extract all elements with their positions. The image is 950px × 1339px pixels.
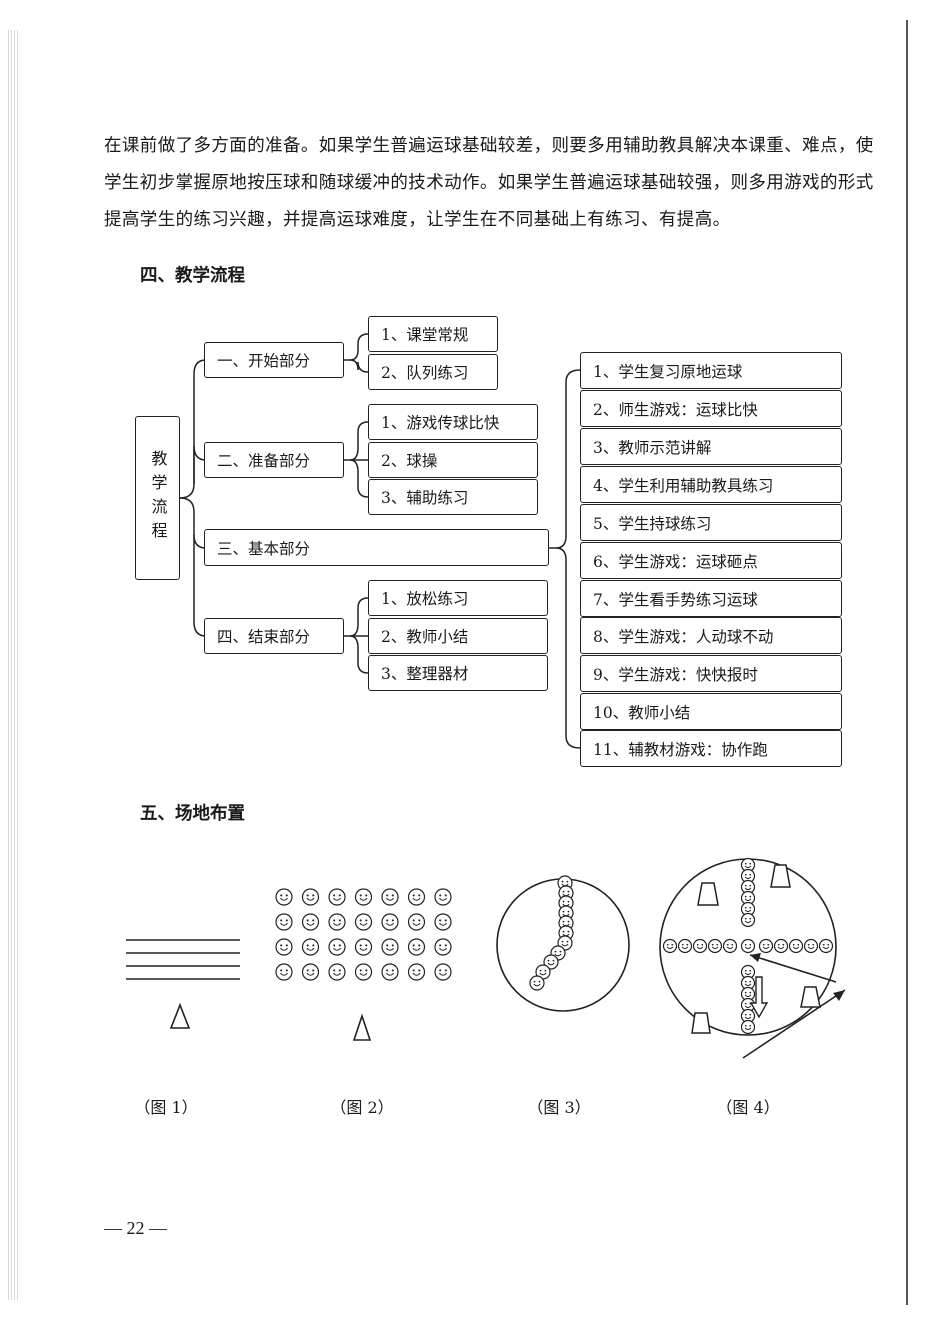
prepare-item-3: 3、辅助练习 [368,479,538,515]
student-face-icon [407,888,426,906]
student-face-icon [301,963,320,981]
student-face-icon [275,938,293,956]
student-face-icon [381,888,399,906]
student-face-icon [434,888,452,906]
part-basic-box: 三、基本部分 [204,529,549,566]
student-face-icon [707,938,723,954]
student-face-icon [740,879,756,895]
student-face-icon [381,938,399,956]
student-face-icon [692,938,708,954]
part-end-box: 四、结束部分 [204,618,344,654]
student-face-icon [803,938,819,954]
venue-figure-4 [659,857,846,1059]
student-face-icon [818,938,834,954]
student-face-icon [740,938,756,954]
figure-2-caption: （图 2） [330,1098,394,1117]
student-face-icon [407,913,426,931]
student-face-icon [301,938,320,956]
student-face-icon [328,913,346,931]
figure-1-caption: （图 1） [134,1098,198,1117]
end-item-3: 3、整理器材 [368,655,548,691]
venue-figure-2 [275,888,452,1041]
student-face-icon [381,913,399,931]
basic-item-1: 1、学生复习原地运球 [580,352,842,389]
student-face-icon [434,913,452,931]
part-start-box: 一、开始部分 [204,342,344,378]
flow-root-box: 教学流程 [135,416,180,580]
student-face-icon [722,938,738,954]
page-number: — 22 — [104,1218,167,1238]
part-prepare-box: 二、准备部分 [204,442,344,478]
basic-item-3: 3、教师示范讲解 [580,428,842,465]
student-face-icon [434,963,452,981]
student-face-icon [275,888,293,906]
student-face-icon [354,938,373,956]
student-face-icon [662,938,678,954]
student-face-icon [740,1019,756,1035]
basic-item-4: 4、学生利用辅助教具练习 [580,466,842,503]
student-face-icon [740,890,756,906]
student-face-icon [773,938,789,954]
basic-item-10: 10、教师小结 [580,693,842,730]
figure-4-caption: （图 4） [716,1098,780,1117]
scan-edge-left [8,30,18,1300]
prepare-item-1: 1、游戏传球比快 [368,404,538,440]
body-paragraph: 在课前做了多方面的准备。如果学生普遍运球基础较差，则要多用辅助教具解决本课重、难… [104,136,874,230]
student-face-icon [301,888,320,906]
section-heading-venue: 五、场地布置 [140,804,245,824]
student-face-icon [275,963,293,981]
student-face-icon [328,938,346,956]
student-face-icon [740,857,756,873]
scan-edge-right [906,20,922,1305]
student-face-icon [740,868,756,884]
basic-item-7: 7、学生看手势练习运球 [580,580,842,617]
student-face-icon [328,888,346,906]
basic-item-8: 8、学生游戏：人动球不动 [580,617,842,654]
student-face-icon [758,938,774,954]
student-face-icon [434,938,452,956]
basic-item-2: 2、师生游戏：运球比快 [580,390,842,427]
end-item-1: 1、放松练习 [368,580,548,616]
prepare-item-2: 2、球操 [368,442,538,478]
student-face-icon [354,913,373,931]
basic-item-11: 11、辅教材游戏：协作跑 [580,730,842,767]
student-face-icon [328,963,346,981]
figure-3-caption: （图 3） [527,1098,591,1117]
venue-figure-3 [496,875,630,1012]
student-face-icon [407,963,426,981]
basic-item-5: 5、学生持球练习 [580,504,842,541]
student-face-icon [354,963,373,981]
venue-figure-1 [126,939,240,1029]
student-face-icon [677,938,693,954]
student-face-icon [788,938,804,954]
start-item-1: 1、课堂常规 [368,316,498,352]
student-face-icon [740,912,756,928]
student-face-icon [529,975,545,991]
student-face-icon [543,954,559,970]
student-face-icon [740,975,756,991]
start-item-2: 2、队列练习 [368,354,498,390]
end-item-2: 2、教师小结 [368,618,548,654]
section-heading-flow: 四、教学流程 [140,266,245,286]
flowchart-connectors [179,333,581,749]
student-face-icon [407,938,426,956]
student-face-icon [354,888,373,906]
student-face-icon [301,913,320,931]
basic-item-9: 9、学生游戏：快快报时 [580,655,842,692]
student-face-icon [381,963,399,981]
student-face-icon [275,913,293,931]
basic-item-6: 6、学生游戏：运球砸点 [580,542,842,579]
student-face-icon [740,964,756,980]
